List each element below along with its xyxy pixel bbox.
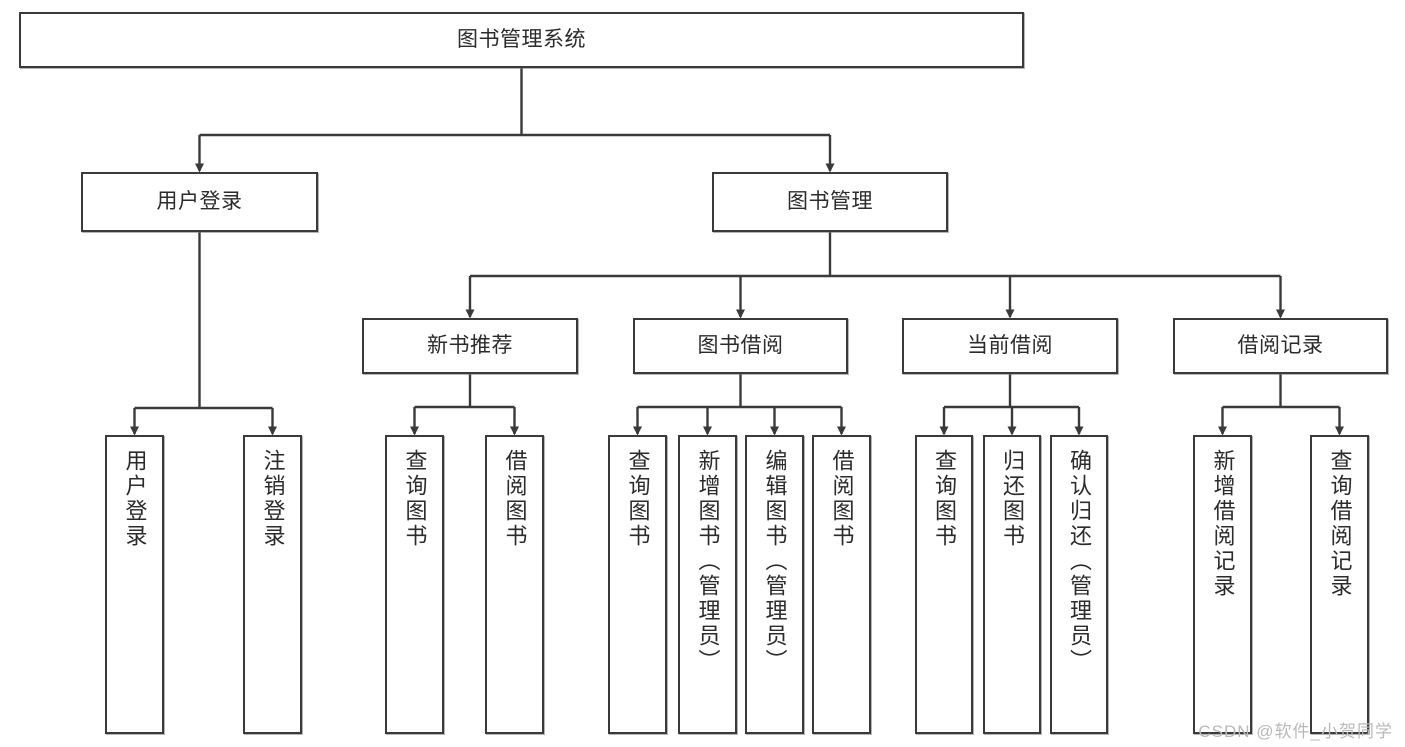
node-leaf-logout[interactable]: 注销登录 bbox=[243, 435, 302, 734]
node-leaf-borrow-book-1[interactable]: 借阅图书 bbox=[485, 435, 544, 734]
node-leaf-edit-book[interactable]: 编辑图书（管理员） bbox=[745, 435, 804, 734]
node-label-new-book-rec: 新书推荐 bbox=[427, 333, 513, 357]
node-label-leaf-borrow-book-2: 借阅图书 bbox=[829, 449, 855, 549]
node-leaf-add-record[interactable]: 新增借阅记录 bbox=[1193, 435, 1252, 734]
node-label-leaf-logout: 注销登录 bbox=[260, 449, 286, 549]
node-label-leaf-query-book-3: 查询图书 bbox=[932, 449, 957, 549]
node-label-leaf-query-record: 查询借阅记录 bbox=[1327, 449, 1353, 599]
node-label-leaf-add-book: 新增图书（管理员） bbox=[695, 449, 721, 674]
node-new-book-rec[interactable]: 新书推荐 bbox=[362, 318, 578, 374]
node-root[interactable]: 图书管理系统 bbox=[19, 12, 1024, 68]
node-leaf-query-book-1[interactable]: 查询图书 bbox=[385, 435, 444, 734]
node-label-borrow-record: 借阅记录 bbox=[1237, 333, 1324, 357]
node-leaf-confirm-return[interactable]: 确认归还（管理员） bbox=[1050, 435, 1108, 734]
node-book-manage[interactable]: 图书管理 bbox=[712, 172, 948, 232]
node-label-leaf-query-book-1: 查询图书 bbox=[402, 449, 428, 549]
node-user-login[interactable]: 用户登录 bbox=[81, 172, 318, 232]
node-label-leaf-add-record: 新增借阅记录 bbox=[1210, 449, 1236, 599]
watermark-text: CSDN @软件_小贺同学 bbox=[1198, 722, 1393, 741]
node-label-root: 图书管理系统 bbox=[457, 27, 586, 51]
node-label-current-borrow: 当前借阅 bbox=[967, 333, 1053, 357]
node-leaf-user-login[interactable]: 用户登录 bbox=[105, 435, 164, 734]
connector-lines bbox=[130, 68, 1344, 436]
node-label-leaf-query-book-2: 查询图书 bbox=[625, 449, 651, 549]
node-current-borrow[interactable]: 当前借阅 bbox=[902, 318, 1118, 374]
node-leaf-add-book[interactable]: 新增图书（管理员） bbox=[678, 435, 737, 734]
node-label-leaf-user-login: 用户登录 bbox=[122, 449, 148, 549]
node-leaf-return-book[interactable]: 归还图书 bbox=[983, 435, 1041, 734]
node-leaf-borrow-book-2[interactable]: 借阅图书 bbox=[812, 435, 871, 734]
node-label-leaf-edit-book: 编辑图书（管理员） bbox=[762, 449, 788, 674]
node-leaf-query-record[interactable]: 查询借阅记录 bbox=[1310, 435, 1369, 734]
node-label-leaf-confirm-return: 确认归还（管理员） bbox=[1067, 449, 1092, 674]
node-borrow-record[interactable]: 借阅记录 bbox=[1173, 318, 1388, 374]
node-book-borrow[interactable]: 图书借阅 bbox=[633, 318, 848, 374]
node-leaf-query-book-3[interactable]: 查询图书 bbox=[915, 435, 973, 734]
node-leaf-query-book-2[interactable]: 查询图书 bbox=[608, 435, 667, 734]
node-label-book-manage: 图书管理 bbox=[787, 189, 873, 213]
node-label-leaf-borrow-book-1: 借阅图书 bbox=[502, 449, 528, 549]
node-label-user-login: 用户登录 bbox=[156, 189, 243, 213]
node-label-book-borrow: 图书借阅 bbox=[697, 333, 784, 357]
node-label-leaf-return-book: 归还图书 bbox=[1000, 449, 1025, 549]
